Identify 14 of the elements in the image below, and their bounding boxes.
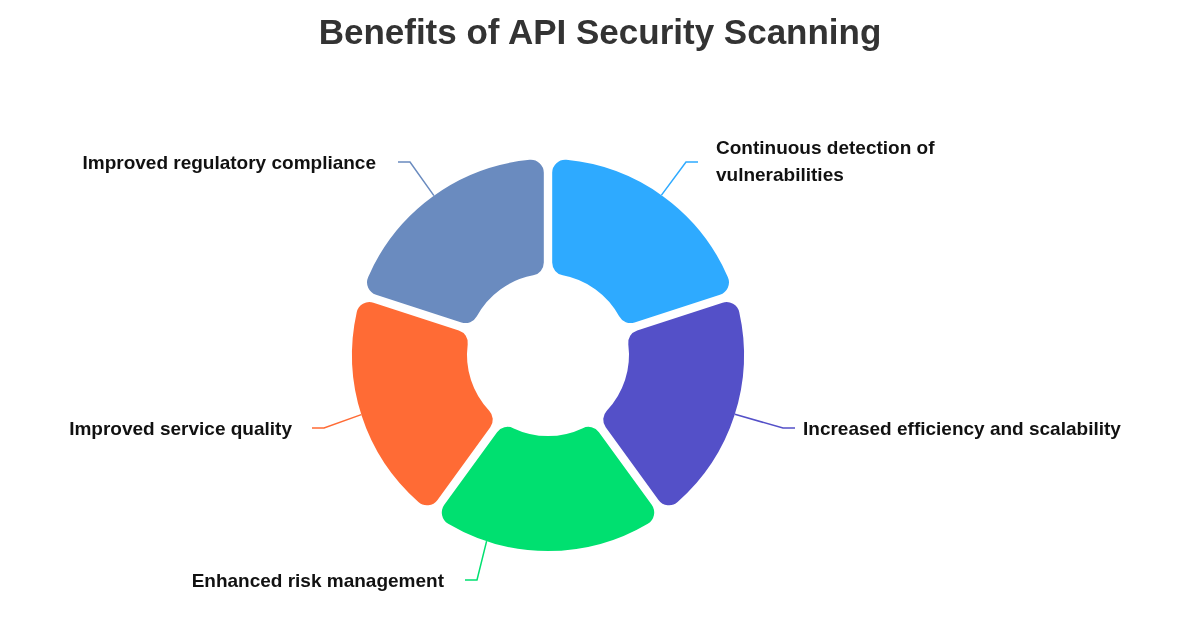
donut-segment [350,300,495,508]
donut-segment [439,424,657,553]
leader-line [660,161,699,196]
benefit-label: Increased efficiency and scalability [803,414,1121,442]
leader-line [464,540,488,581]
donut-segment [601,300,746,508]
benefit-label: Improved service quality [69,414,292,442]
benefit-label: Enhanced risk management [191,566,444,594]
leader-line [311,413,363,429]
leader-line [397,161,435,197]
leader-line [734,413,796,429]
benefit-label: Continuous detection of vulnerabilities [716,134,996,188]
title: Benefits of API Security Scanning [317,12,883,52]
benefit-label: Improved regulatory compliance [82,148,376,176]
